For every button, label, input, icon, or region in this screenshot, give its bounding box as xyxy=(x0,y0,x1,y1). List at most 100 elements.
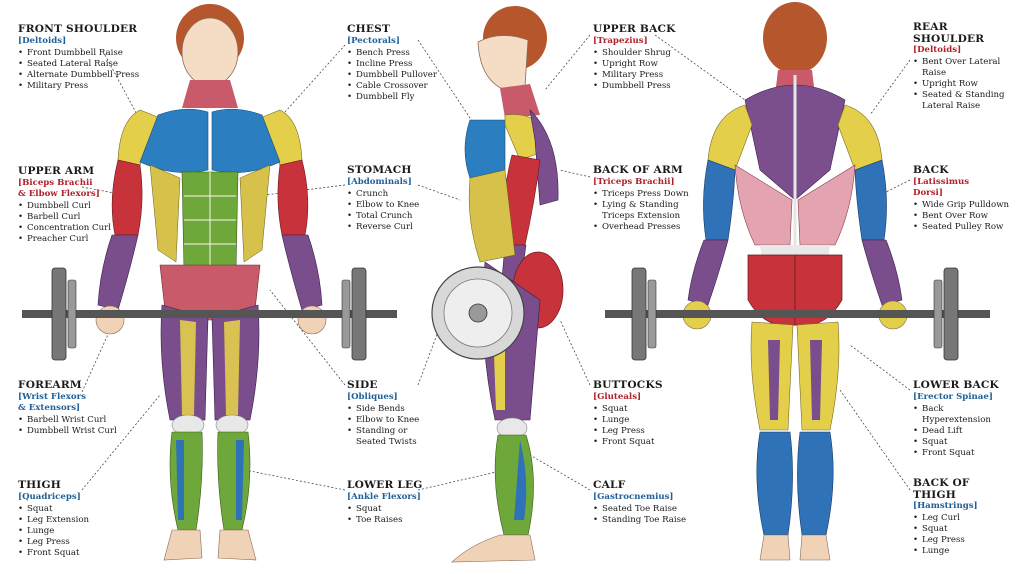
exercise-list: Bench Press Incline Press Dumbbell Pullo… xyxy=(347,48,457,103)
muscle-name: [Pectorals] xyxy=(347,35,400,46)
muscle-name-line2: & Elbow Flexors] xyxy=(18,188,100,199)
exercise-item: Front Dumbbell Raise xyxy=(18,48,148,59)
exercise-item: Elbow to Knee xyxy=(347,415,427,426)
exercise-item: Triceps Press Down xyxy=(593,189,698,200)
exercise-list: Shoulder Shrug Upright Row Military Pres… xyxy=(593,48,703,92)
group-title: CALF xyxy=(593,479,626,491)
group-title: LOWER LEG xyxy=(347,479,423,491)
exercise-item: Lunge xyxy=(593,415,693,426)
label-back-of-thigh: BACK OF THIGH [Hamstrings] Leg Curl Squa… xyxy=(913,477,1013,557)
exercise-item: Front Squat xyxy=(913,448,1013,459)
label-forearm: FOREARM [Wrist Flexors & Extensors] Barb… xyxy=(18,379,128,437)
group-title: SIDE xyxy=(347,379,378,391)
exercise-list: Wide Grip Pulldown Bent Over Row Seated … xyxy=(913,200,1013,233)
front-figure xyxy=(22,4,397,561)
muscle-name: [Ankle Flexors] xyxy=(347,491,421,502)
back-figure xyxy=(605,2,990,561)
group-title-line2: SHOULDER xyxy=(913,32,985,45)
leader-lines xyxy=(81,34,911,491)
exercise-item: Dumbbell Pullover xyxy=(347,70,457,81)
exercise-item: Back Hyperextension xyxy=(913,404,1013,426)
exercise-item: Concentration Curl xyxy=(18,223,128,234)
exercise-list: Dumbbell Curl Barbell Curl Concentration… xyxy=(18,201,128,245)
exercise-item: Military Press xyxy=(18,81,148,92)
exercise-list: Bent Over Lateral Raise Upright Row Seat… xyxy=(913,57,1013,112)
exercise-item: Side Bends xyxy=(347,404,427,415)
label-chest: CHEST [Pectorals] Bench Press Incline Pr… xyxy=(347,23,457,103)
muscle-name-line2: Dorsi] xyxy=(913,187,943,198)
exercise-list: Front Dumbbell Raise Seated Lateral Rais… xyxy=(18,48,148,92)
label-front-shoulder: FRONT SHOULDER [Deltoids] Front Dumbbell… xyxy=(18,23,148,92)
exercise-item: Preacher Curl xyxy=(18,234,128,245)
exercise-item: Leg Extension xyxy=(18,515,118,526)
muscle-name: [Quadriceps] xyxy=(18,491,81,502)
label-lower-back: LOWER BACK [Erector Spinae] Back Hyperex… xyxy=(913,379,1013,459)
exercise-item: Incline Press xyxy=(347,59,457,70)
group-title: FRONT SHOULDER xyxy=(18,23,138,35)
exercise-list: Seated Toe Raise Standing Toe Raise xyxy=(593,504,693,526)
exercise-item: Barbell Wrist Curl xyxy=(18,415,128,426)
group-title: BUTTOCKS xyxy=(593,379,663,391)
exercise-item: Elbow to Knee xyxy=(347,200,447,211)
exercise-item: Toe Raises xyxy=(347,515,447,526)
muscle-name: [Hamstrings] xyxy=(913,501,978,511)
label-back: BACK [Latissimus Dorsi] Wide Grip Pulldo… xyxy=(913,164,1013,233)
exercise-item: Standing or Seated Twists xyxy=(347,426,427,448)
side-figure xyxy=(431,6,564,563)
group-title: STOMACH xyxy=(347,164,412,176)
muscle-name: [Latissimus xyxy=(913,176,970,187)
muscle-name: [Deltoids] xyxy=(913,45,962,55)
group-title-line2: THIGH xyxy=(913,488,956,501)
exercise-item: Dumbbell Curl xyxy=(18,201,128,212)
exercise-item: Front Squat xyxy=(18,548,118,559)
muscle-name: [Biceps Brachii xyxy=(18,177,93,188)
muscle-name: [Obliques] xyxy=(347,391,398,402)
exercise-item: Dumbbell Fly xyxy=(347,92,457,103)
exercise-item: Bent Over Lateral Raise xyxy=(913,57,1013,79)
exercise-list: Triceps Press Down Lying & Standing Tric… xyxy=(593,189,698,233)
exercise-item: Reverse Curl xyxy=(347,222,447,233)
exercise-item: Dead Lift xyxy=(913,426,1013,437)
exercise-item: Leg Press xyxy=(913,535,1013,546)
exercise-list: Leg Curl Squat Leg Press Lunge xyxy=(913,513,1013,557)
exercise-list: Side Bends Elbow to Knee Standing or Sea… xyxy=(347,404,427,448)
label-buttocks: BUTTOCKS [Gluteals] Squat Lunge Leg Pres… xyxy=(593,379,693,448)
exercise-list: Crunch Elbow to Knee Total Crunch Revers… xyxy=(347,189,447,233)
exercise-item: Squat xyxy=(913,437,1013,448)
label-thigh: THIGH [Quadriceps] Squat Leg Extension L… xyxy=(18,479,118,559)
exercise-item: Standing Toe Raise xyxy=(593,515,693,526)
exercise-item: Squat xyxy=(913,524,1013,535)
exercise-item: Leg Press xyxy=(593,426,693,437)
exercise-item: Squat xyxy=(593,404,693,415)
group-title: UPPER BACK xyxy=(593,23,676,35)
exercise-item: Upright Row xyxy=(593,59,703,70)
group-title: LOWER BACK xyxy=(913,379,999,391)
exercise-item: Shoulder Shrug xyxy=(593,48,703,59)
exercise-item: Bench Press xyxy=(347,48,457,59)
exercise-item: Dumbbell Wrist Curl xyxy=(18,426,128,437)
exercise-item: Barbell Curl xyxy=(18,212,128,223)
group-title: FOREARM xyxy=(18,379,82,391)
muscle-name: [Erector Spinae] xyxy=(913,391,993,402)
label-lower-leg: LOWER LEG [Ankle Flexors] Squat Toe Rais… xyxy=(347,479,447,526)
label-rear-shoulder: REAR SHOULDER [Deltoids] Bent Over Later… xyxy=(913,21,1013,112)
exercise-item: Seated & Standing Lateral Raise xyxy=(913,90,1013,112)
exercise-list: Squat Lunge Leg Press Front Squat xyxy=(593,404,693,448)
exercise-item: Seated Lateral Raise xyxy=(18,59,148,70)
exercise-item: Bent Over Row xyxy=(913,211,1013,222)
exercise-item: Leg Curl xyxy=(913,513,1013,524)
exercise-list: Back Hyperextension Dead Lift Squat Fron… xyxy=(913,404,1013,459)
label-upper-back: UPPER BACK [Trapezius] Shoulder Shrug Up… xyxy=(593,23,703,92)
exercise-item: Crunch xyxy=(347,189,447,200)
label-upper-arm: UPPER ARM [Biceps Brachii & Elbow Flexor… xyxy=(18,165,128,245)
exercise-item: Wide Grip Pulldown xyxy=(913,200,1013,211)
exercise-item: Cable Crossover xyxy=(347,81,457,92)
group-title: BACK xyxy=(913,164,949,176)
muscle-name: [Gluteals] xyxy=(593,391,642,402)
muscle-name: [Abdominals] xyxy=(347,176,412,187)
exercise-list: Squat Toe Raises xyxy=(347,504,447,526)
exercise-item: Lying & Standing Triceps Extension xyxy=(593,200,698,222)
group-title: BACK OF xyxy=(913,477,970,489)
